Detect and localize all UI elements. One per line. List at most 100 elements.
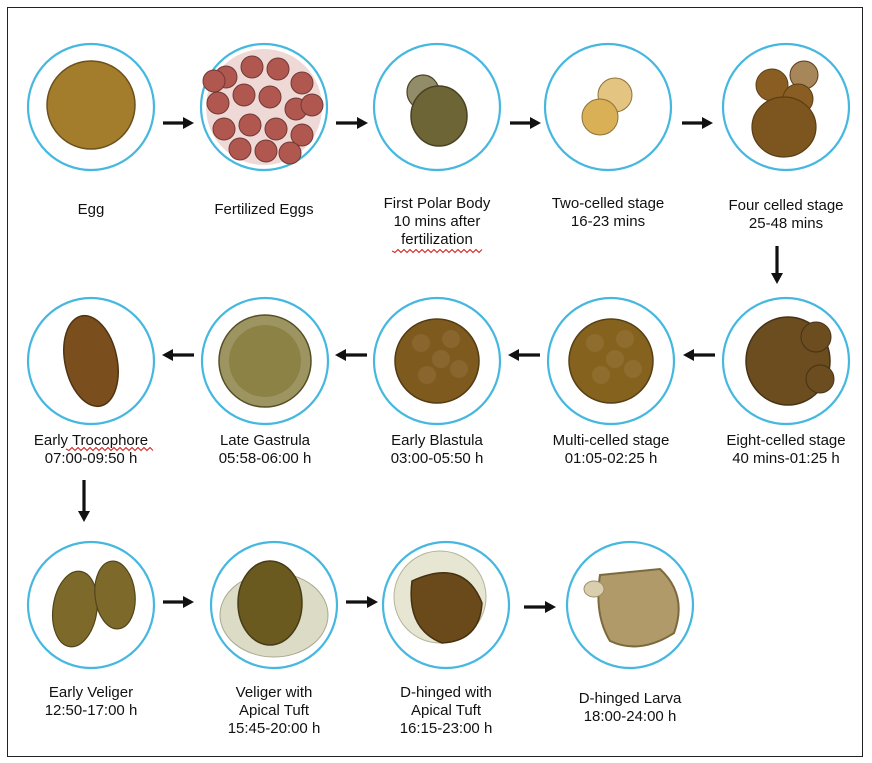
stage-late-gastrula: Late Gastrula05:58-06:00 h xyxy=(202,298,328,467)
stage-label-line: Multi-celled stage xyxy=(553,432,670,449)
stage-label: Late Gastrula05:58-06:00 h xyxy=(219,432,312,467)
stage-label-line: Early Blastula xyxy=(391,432,483,449)
flow-arrow xyxy=(335,349,367,361)
cell-body xyxy=(229,325,301,397)
cell-body xyxy=(418,366,436,384)
stage-label-line: D-hinged with xyxy=(400,684,492,701)
stage-d-hinged-apical-tuft: D-hinged withApical Tuft16:15-23:00 h xyxy=(383,542,509,737)
stage-label-line: 05:58-06:00 h xyxy=(219,450,312,467)
flow-arrow xyxy=(524,601,556,613)
cell-body xyxy=(241,56,263,78)
stage-label-line: 12:50-17:00 h xyxy=(45,702,138,719)
stage-label: Early Blastula03:00-05:50 h xyxy=(391,432,484,467)
cell-body xyxy=(47,61,135,149)
flow-arrow xyxy=(162,349,194,361)
stage-label-line: 15:45-20:00 h xyxy=(228,720,321,737)
stage-early-veliger: Early Veliger12:50-17:00 h xyxy=(28,542,154,719)
cell-body xyxy=(203,70,225,92)
stage-label-line: 10 mins after xyxy=(394,213,481,230)
stage-label-line: Early Veliger xyxy=(49,684,133,701)
stage-label-line: D-hinged Larva xyxy=(579,690,682,707)
stage-label: Fertilized Eggs xyxy=(214,201,313,218)
stage-veliger-apical-tuft: Veliger withApical Tuft15:45-20:00 h xyxy=(211,542,337,737)
cell-body xyxy=(239,114,261,136)
stage-label-line: Two-celled stage xyxy=(552,195,665,212)
stage-label-line: 16:15-23:00 h xyxy=(400,720,493,737)
cell-body xyxy=(624,360,642,378)
stage-eight-celled: Eight-celled stage40 mins-01:25 h xyxy=(723,298,849,467)
cell-body xyxy=(291,72,313,94)
stage-multi-celled: Multi-celled stage01:05-02:25 h xyxy=(548,298,674,467)
stage-label: Early Trocophore07:00-09:50 h xyxy=(34,432,148,467)
stage-label-line: fertilization xyxy=(401,231,473,248)
stage-illustration xyxy=(752,61,818,157)
spellcheck-underline xyxy=(392,250,482,253)
cell-body xyxy=(279,142,301,164)
flow-arrow xyxy=(682,117,713,129)
stages: Egg Fertilized Eggs First Polar Body10 min… xyxy=(28,44,849,737)
cell-body xyxy=(592,366,610,384)
flow-arrow xyxy=(510,117,541,129)
stage-label-line: 07:00-09:50 h xyxy=(45,450,138,467)
stage-label-line: Eight-celled stage xyxy=(726,432,845,449)
stage-label: Veliger withApical Tuft15:45-20:00 h xyxy=(228,684,321,737)
stage-illustration xyxy=(219,315,311,407)
cell-body xyxy=(606,350,624,368)
stage-egg: Egg xyxy=(28,44,154,218)
stage-four-celled: Four celled stage25-48 mins xyxy=(723,44,849,232)
stage-label-line: Four celled stage xyxy=(728,197,843,214)
stage-label-line: 03:00-05:50 h xyxy=(391,450,484,467)
stage-label: Eight-celled stage40 mins-01:25 h xyxy=(726,432,845,467)
cell-body xyxy=(255,140,277,162)
cell-body xyxy=(213,118,235,140)
cell-body xyxy=(450,360,468,378)
cell-body xyxy=(229,138,251,160)
cell-body xyxy=(233,84,255,106)
cell-body xyxy=(238,561,302,645)
flow-arrow xyxy=(336,117,368,129)
stage-illustration xyxy=(47,61,135,149)
stage-label-line: 16-23 mins xyxy=(571,213,645,230)
flow-arrow xyxy=(771,246,783,284)
cell-body xyxy=(616,330,634,348)
cell-body xyxy=(432,350,450,368)
stage-label: Early Veliger12:50-17:00 h xyxy=(45,684,138,719)
stage-label-line: 18:00-24:00 h xyxy=(584,708,677,725)
stage-label: Multi-celled stage01:05-02:25 h xyxy=(553,432,670,467)
cell-body xyxy=(442,330,460,348)
stage-label-line: Fertilized Eggs xyxy=(214,201,313,218)
flow-arrow xyxy=(683,349,715,361)
stage-label: First Polar Body10 mins afterfertilizati… xyxy=(384,195,491,248)
flow-arrow xyxy=(508,349,540,361)
cell-body xyxy=(582,99,618,135)
stage-label-line: 01:05-02:25 h xyxy=(565,450,658,467)
stage-fertilized-eggs: Fertilized Eggs xyxy=(201,44,327,218)
cell-body xyxy=(267,58,289,80)
cell-body xyxy=(411,86,467,146)
cell-body xyxy=(301,94,323,116)
stage-label-line: 40 mins-01:25 h xyxy=(732,450,840,467)
cell-body xyxy=(586,334,604,352)
stage-label-line: Apical Tuft xyxy=(239,702,310,719)
flow-arrow xyxy=(346,596,378,608)
flow-arrow xyxy=(163,117,194,129)
cell-body xyxy=(801,322,831,352)
stage-illustration xyxy=(395,319,479,403)
stage-label: Four celled stage25-48 mins xyxy=(728,197,843,232)
flow-arrow xyxy=(78,480,90,522)
stage-label-line: Veliger with xyxy=(236,684,313,701)
cell-body xyxy=(207,92,229,114)
stage-two-celled: Two-celled stage16-23 mins xyxy=(545,44,671,230)
stage-label: D-hinged Larva18:00-24:00 h xyxy=(579,690,682,725)
stage-first-polar-body: First Polar Body10 mins afterfertilizati… xyxy=(374,44,500,248)
stage-early-blastula: Early Blastula03:00-05:50 h xyxy=(374,298,500,467)
stage-label-line: 25-48 mins xyxy=(749,215,823,232)
stage-label-line: Apical Tuft xyxy=(411,702,482,719)
stage-label-line: Late Gastrula xyxy=(220,432,311,449)
cell-body xyxy=(259,86,281,108)
stage-label-line: First Polar Body xyxy=(384,195,491,212)
stage-label: Egg xyxy=(78,201,105,218)
cell-body xyxy=(752,97,816,157)
cell-body xyxy=(412,334,430,352)
